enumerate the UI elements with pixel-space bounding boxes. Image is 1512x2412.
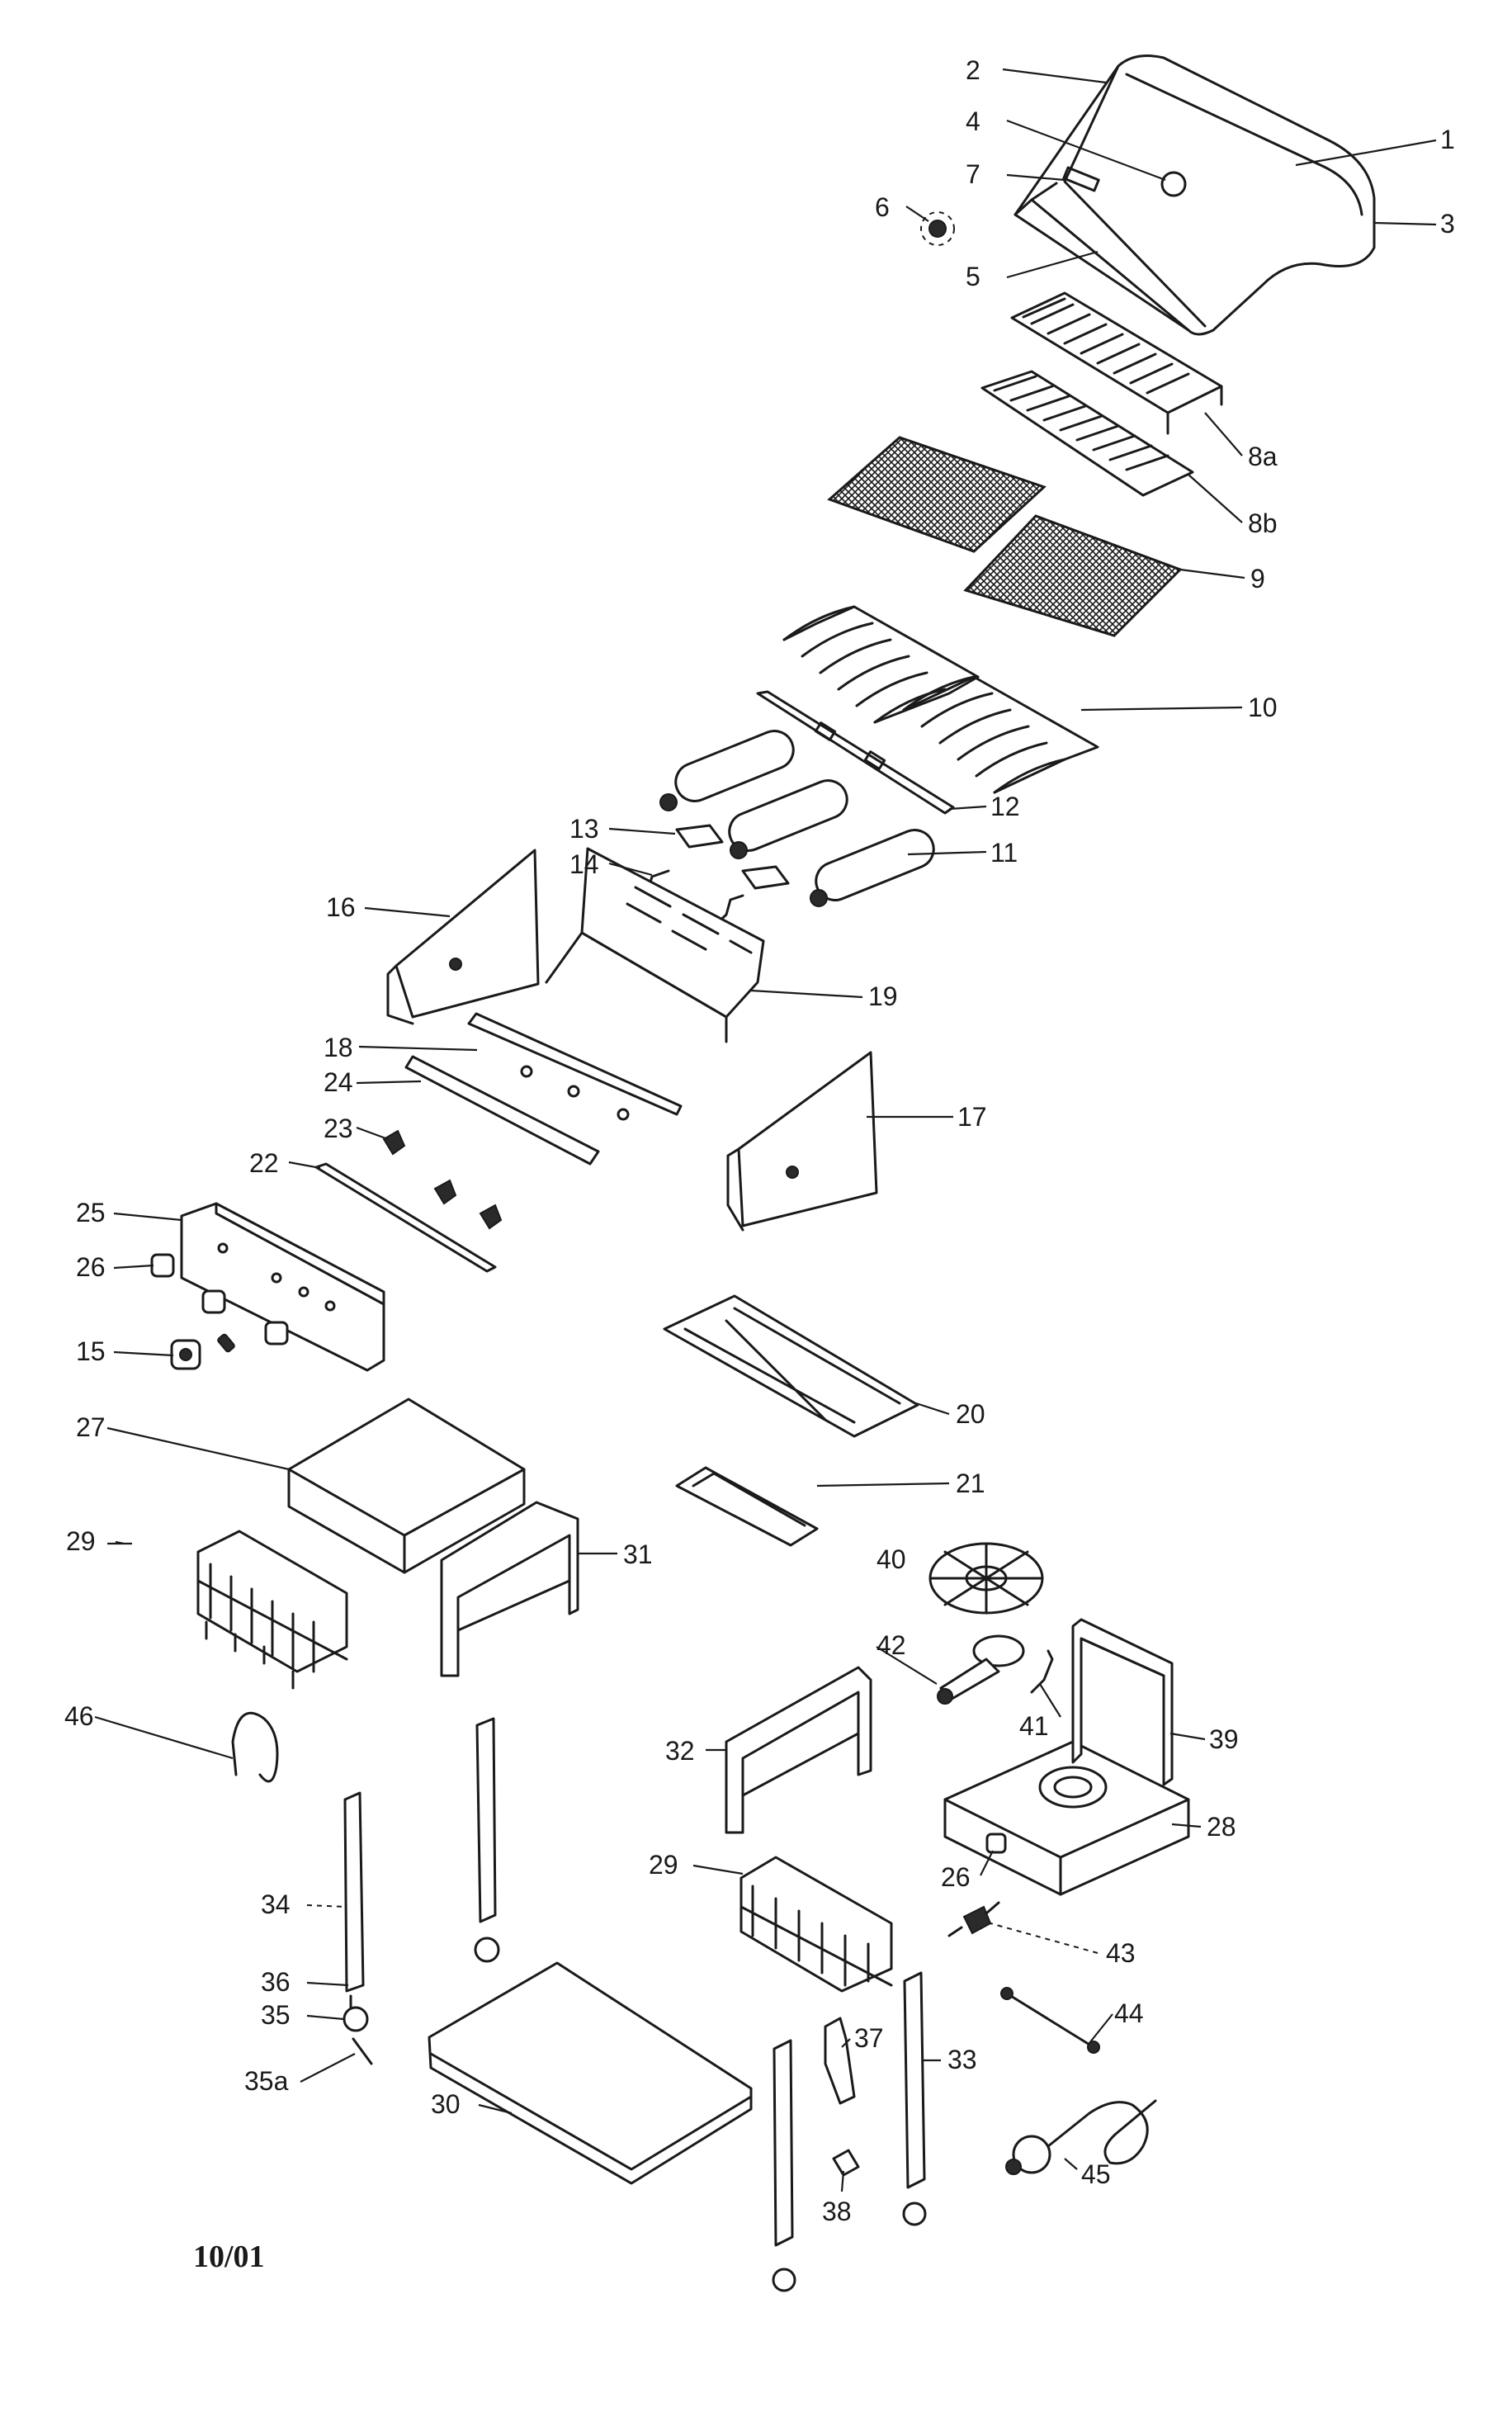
manifold-panel xyxy=(404,1012,683,1166)
callout-12: 12 xyxy=(990,792,1020,821)
rear-leg-right xyxy=(902,1971,927,2226)
brackets xyxy=(824,2017,860,2177)
bottom-shelf xyxy=(428,1961,753,2185)
left-end-frame xyxy=(386,849,540,1025)
drip-trays xyxy=(663,1294,919,1547)
callout-23: 23 xyxy=(324,1114,353,1143)
end-frame-32 xyxy=(725,1666,872,1834)
side-burner-head xyxy=(937,1634,1054,1705)
warming-racks xyxy=(980,291,1223,497)
callout-40: 40 xyxy=(876,1544,906,1574)
callout-43: 43 xyxy=(1106,1938,1136,1968)
hose-46 xyxy=(231,1711,279,1783)
callout-25: 25 xyxy=(76,1198,106,1227)
callout-15: 15 xyxy=(76,1336,106,1366)
date-code: 10/01 xyxy=(193,2239,265,2274)
heat-deflector xyxy=(545,847,765,1043)
callout-34: 34 xyxy=(261,1889,291,1919)
control-panel xyxy=(180,1202,385,1372)
crossover-tubes xyxy=(646,824,790,928)
lid-assembly xyxy=(920,54,1376,336)
flavorizer-bars xyxy=(782,605,1099,794)
side-burner-lid xyxy=(1071,1618,1174,1786)
callout-33: 33 xyxy=(947,2045,977,2074)
callout-20: 20 xyxy=(956,1399,985,1429)
callout-26: 26 xyxy=(76,1252,106,1282)
control-knobs xyxy=(150,1253,289,1370)
side-burner-grate xyxy=(928,1542,1044,1615)
callout-1: 1 xyxy=(1440,125,1455,154)
basket-29-left xyxy=(196,1530,348,1690)
callout-3: 3 xyxy=(1440,209,1455,239)
cart-top xyxy=(287,1398,526,1574)
callout-26-right: 26 xyxy=(941,1862,971,1892)
callout-6: 6 xyxy=(875,192,890,222)
callout-28: 28 xyxy=(1207,1812,1236,1842)
callout-31: 31 xyxy=(623,1539,653,1569)
callout-42: 42 xyxy=(876,1630,906,1660)
callout-37: 37 xyxy=(854,2023,884,2053)
callout-45: 45 xyxy=(1081,2159,1111,2189)
callout-24: 24 xyxy=(324,1067,353,1097)
callout-22: 22 xyxy=(249,1148,279,1178)
manifold-valves xyxy=(314,1129,503,1273)
rear-leg-left xyxy=(474,1717,500,1963)
callout-8a: 8a xyxy=(1248,442,1278,471)
gas-components xyxy=(947,1901,1157,2175)
cooking-grids xyxy=(827,436,1183,637)
callout-18: 18 xyxy=(324,1033,353,1062)
callout-4: 4 xyxy=(966,106,980,136)
right-end-frame xyxy=(726,1051,878,1232)
leader-lines xyxy=(94,68,1437,2192)
callout-30: 30 xyxy=(431,2089,461,2119)
callout-5: 5 xyxy=(966,262,980,291)
callout-39: 39 xyxy=(1209,1724,1239,1754)
callout-36: 36 xyxy=(261,1967,291,1997)
callout-19: 19 xyxy=(868,981,898,1011)
callout-10: 10 xyxy=(1248,693,1278,722)
callout-14: 14 xyxy=(569,849,599,879)
callout-27: 27 xyxy=(76,1412,106,1442)
end-frame-31 xyxy=(440,1501,579,1677)
callout-38: 38 xyxy=(822,2197,852,2226)
callout-labels: 1 2 3 4 7 6 5 8a 8b 9 10 12 11 13 14 16 … xyxy=(64,55,1455,2226)
callout-17: 17 xyxy=(957,1102,987,1132)
callout-41: 41 xyxy=(1019,1711,1049,1741)
callout-35a: 35a xyxy=(244,2066,289,2096)
callout-46: 46 xyxy=(64,1701,94,1731)
basket-29-right xyxy=(739,1856,893,1993)
burner-support xyxy=(756,690,955,815)
callout-2: 2 xyxy=(966,55,980,85)
callout-7: 7 xyxy=(966,159,980,189)
callout-11: 11 xyxy=(990,838,1018,868)
callout-21: 21 xyxy=(956,1468,985,1498)
burner-tubes xyxy=(659,730,935,907)
front-leg-left xyxy=(343,1791,373,2065)
callout-8b: 8b xyxy=(1248,508,1278,538)
callout-29-right: 29 xyxy=(649,1850,678,1880)
callout-32: 32 xyxy=(665,1736,695,1766)
front-leg-right xyxy=(772,2039,796,2292)
callout-9: 9 xyxy=(1250,564,1265,594)
callout-16: 16 xyxy=(326,892,356,922)
callout-29: 29 xyxy=(66,1526,96,1556)
callout-44: 44 xyxy=(1114,1998,1144,2028)
callout-13: 13 xyxy=(569,814,599,844)
callout-35: 35 xyxy=(261,2000,291,2030)
